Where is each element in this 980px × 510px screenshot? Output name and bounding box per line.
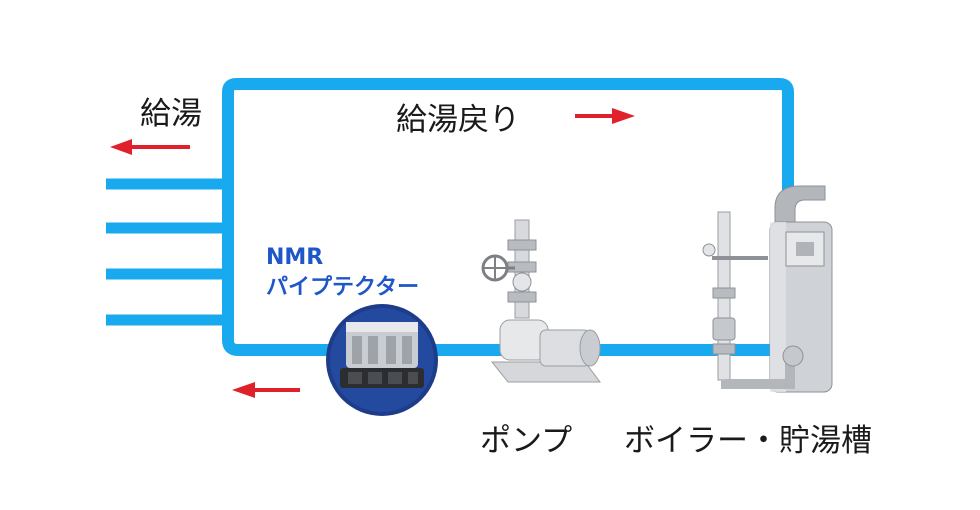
device-name-line1: NMR xyxy=(266,245,324,270)
boiler-icon xyxy=(702,185,833,393)
arrow-left-bottom xyxy=(232,382,300,398)
arrow-right-return xyxy=(575,108,635,124)
boiler-label: ボイラー・貯湯槽 xyxy=(624,423,872,459)
supply-branch-pipes xyxy=(106,178,228,326)
pump-icon xyxy=(481,219,601,383)
pump-label: ポンプ xyxy=(480,423,573,459)
supply-label: 給湯 xyxy=(140,96,202,132)
device-name: NMR パイプテクター xyxy=(266,243,419,303)
nmr-device-icon xyxy=(326,304,438,416)
return-label: 給湯戻り xyxy=(396,102,520,138)
device-name-line2: パイプテクター xyxy=(266,275,420,300)
arrow-left-top xyxy=(110,139,190,155)
